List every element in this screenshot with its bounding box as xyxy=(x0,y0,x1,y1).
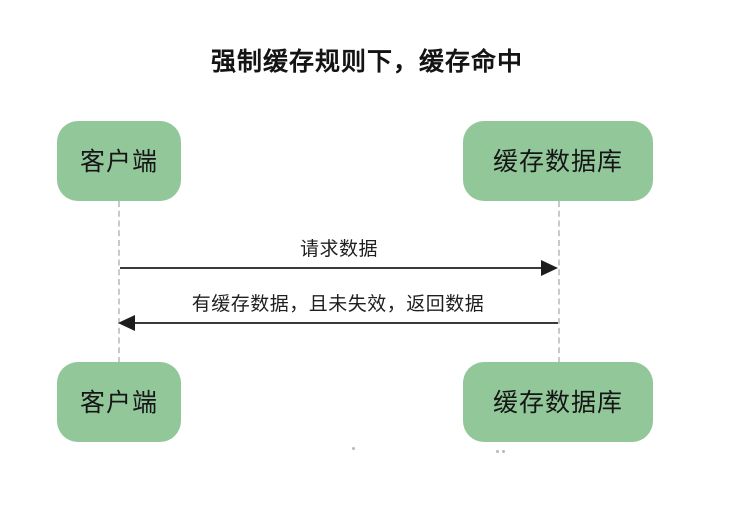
participant-box-client-top[interactable]: 客户端 xyxy=(57,121,181,201)
message-line-response-data xyxy=(135,322,558,324)
arrowhead-right-icon xyxy=(541,260,558,276)
message-label-response-data: 有缓存数据，且未失效，返回数据 xyxy=(191,293,485,315)
lifeline-client xyxy=(118,201,120,363)
participant-label-cache-top: 缓存数据库 xyxy=(492,146,623,176)
participant-box-cache-top[interactable]: 缓存数据库 xyxy=(463,121,653,201)
diagram-title: 强制缓存规则下，缓存命中 xyxy=(210,47,523,76)
decorative-dot xyxy=(496,450,499,453)
message-line-request-data xyxy=(120,267,541,269)
message-label-request-data: 请求数据 xyxy=(299,238,378,260)
participant-box-client-bottom[interactable]: 客户端 xyxy=(57,362,181,442)
arrowhead-left-icon xyxy=(118,315,135,331)
participant-box-cache-bottom[interactable]: 缓存数据库 xyxy=(463,362,653,442)
lifeline-cache xyxy=(558,201,560,363)
participant-label-client-bottom: 客户端 xyxy=(79,387,158,417)
participant-label-cache-bottom: 缓存数据库 xyxy=(492,387,623,417)
decorative-dot xyxy=(352,447,355,450)
decorative-dot xyxy=(502,450,505,453)
participant-label-client-top: 客户端 xyxy=(79,146,158,176)
